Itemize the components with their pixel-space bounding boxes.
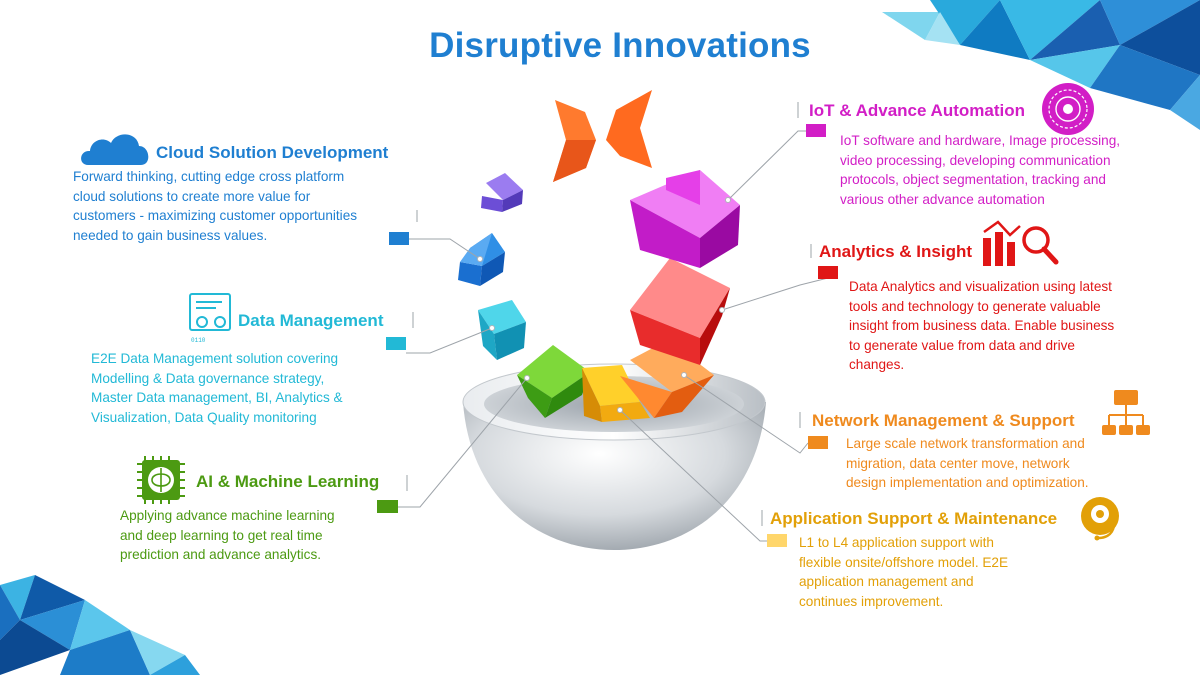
- cloud-icon: [81, 134, 149, 165]
- data-line: Master Data management, BI, Analytics &: [91, 390, 343, 406]
- analytics-magnifier-icon: [983, 220, 1059, 266]
- cube-data: [478, 300, 526, 360]
- ai-description: Applying advance machine learning and de…: [120, 506, 380, 565]
- cube-ai: [517, 345, 590, 418]
- ai-line: prediction and advance analytics.: [120, 547, 322, 563]
- data-line: Modelling & Data governance strategy,: [91, 370, 325, 386]
- svg-text:0110: 0110: [191, 337, 206, 344]
- cloud-line: Forward thinking, cutting edge cross pla…: [73, 169, 345, 184]
- iot-heading: IoT & Advance Automation: [809, 101, 1025, 120]
- cloud-line: customers - maximizing customer opportun…: [73, 208, 358, 224]
- segment-dividers: [406, 102, 812, 526]
- application-heading: Application Support & Maintenance: [770, 509, 1058, 528]
- network-description: Large scale network transformation and m…: [846, 434, 1146, 493]
- data-heading: Data Management: [238, 311, 384, 330]
- cube-small-purple: [481, 173, 523, 212]
- analytics-heading: Analytics & Insight: [819, 242, 973, 261]
- application-line: continues improvement.: [799, 593, 944, 609]
- network-heading: Network Management & Support: [812, 411, 1075, 430]
- iot-line: IoT software and hardware, Image process…: [840, 133, 1121, 148]
- cloud-line: needed to gain business values.: [73, 227, 268, 243]
- bottom-left-polygon-decoration: [0, 575, 200, 675]
- application-line: application management and: [799, 574, 974, 590]
- analytics-line: changes.: [849, 357, 905, 373]
- ai-line: Applying advance machine learning: [120, 508, 335, 523]
- brain-chip-icon: [137, 456, 185, 504]
- company-logo-mark: [553, 90, 652, 182]
- connector-dots: [477, 197, 731, 413]
- analytics-line: Data Analytics and visualization using l…: [849, 279, 1112, 294]
- data-management-icon: 0110: [189, 293, 231, 344]
- cube-analytics: [630, 258, 730, 365]
- analytics-line: to generate value from data and drive: [849, 337, 1075, 353]
- iot-signal-icon: [1042, 83, 1094, 135]
- cube-iot: [630, 170, 740, 268]
- iot-description: IoT software and hardware, Image process…: [840, 131, 1160, 209]
- cloud-line: cloud solutions to create more value for: [73, 188, 311, 204]
- page-title: Disruptive Innovations: [429, 26, 811, 65]
- data-line: E2E Data Management solution covering: [91, 351, 339, 366]
- support-headset-icon: [1081, 497, 1119, 541]
- data-line: Visualization, Data Quality monitoring: [91, 409, 317, 425]
- cloud-heading: Cloud Solution Development: [156, 143, 389, 162]
- cloud-description: Forward thinking, cutting edge cross pla…: [73, 167, 403, 245]
- ai-heading: AI & Machine Learning: [196, 472, 380, 491]
- application-description: L1 to L4 application support with flexib…: [799, 533, 1079, 611]
- analytics-line: insight from business data. Enable busin…: [849, 318, 1115, 334]
- network-hierarchy-icon: [1102, 390, 1150, 435]
- network-line: Large scale network transformation and: [846, 436, 1085, 451]
- cube-app: [582, 365, 650, 422]
- top-right-polygon-decoration: [882, 0, 1200, 130]
- segment-markers: [377, 124, 838, 547]
- iot-line: various other advance automation: [840, 191, 1045, 207]
- ai-line: and deep learning to get real time: [120, 527, 323, 543]
- application-line: L1 to L4 application support with: [799, 535, 994, 550]
- analytics-line: tools and technology to generate valuabl…: [849, 298, 1101, 314]
- network-line: design implementation and optimization.: [846, 475, 1089, 491]
- cube-network: [620, 340, 714, 418]
- iot-line: video processing, developing communicati…: [840, 152, 1111, 168]
- application-line: flexible onsite/offshore model. E2E: [799, 554, 1009, 570]
- data-description: E2E Data Management solution covering Mo…: [91, 349, 391, 427]
- network-line: migration, data center move, network: [846, 455, 1070, 471]
- analytics-description: Data Analytics and visualization using l…: [849, 277, 1169, 375]
- iot-line: protocols, object segmentation, tracking…: [840, 172, 1106, 188]
